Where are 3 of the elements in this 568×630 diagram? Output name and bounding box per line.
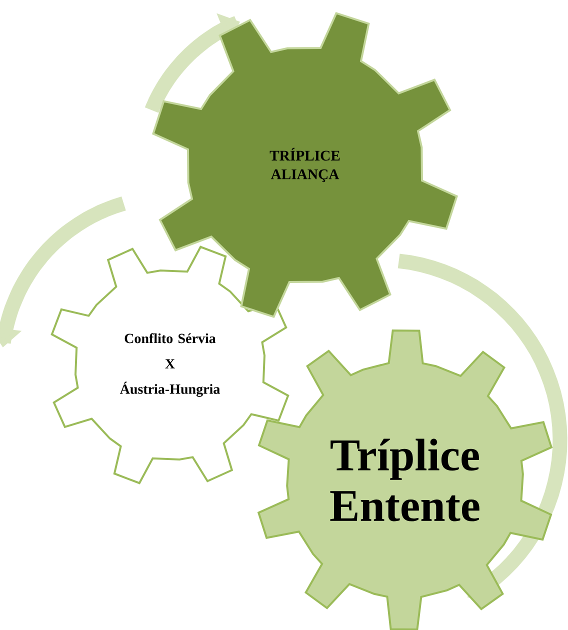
gear: Conflito Sérvia X Áustria-Hungria xyxy=(50,246,290,484)
gear: TRÍPLICE ALIANÇA xyxy=(152,12,458,318)
gear: Tríplice Entente xyxy=(257,330,553,630)
